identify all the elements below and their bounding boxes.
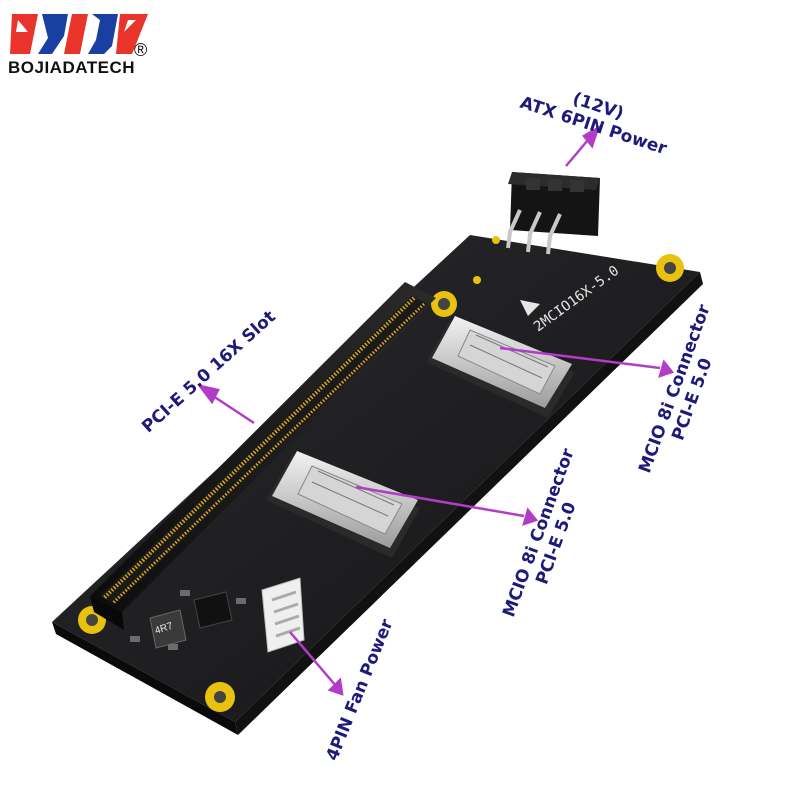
arrow-atx-power <box>565 139 589 167</box>
registered-mark: ® <box>134 40 148 60</box>
fan-4pin-header <box>261 577 305 653</box>
board-logo-mark <box>520 300 540 316</box>
mount-pad <box>473 276 481 284</box>
arrow-mcio-upper <box>499 346 661 370</box>
callout-arrows <box>196 125 675 696</box>
brand-logo <box>10 14 148 54</box>
arrow-fan-power <box>289 631 337 687</box>
mcio-connector-upper <box>426 316 575 418</box>
arrow-mcio-lower <box>355 485 525 518</box>
arrow-pcie-slot <box>209 392 255 425</box>
atx-6pin-connector <box>506 172 600 255</box>
pcie-x16-slot <box>90 282 436 630</box>
mount-pad <box>492 236 500 244</box>
mount-pads <box>78 236 684 712</box>
mcio-connector-lower <box>266 451 420 558</box>
smd-components <box>130 590 246 650</box>
brand-name: BOJIADATECH <box>8 58 136 77</box>
